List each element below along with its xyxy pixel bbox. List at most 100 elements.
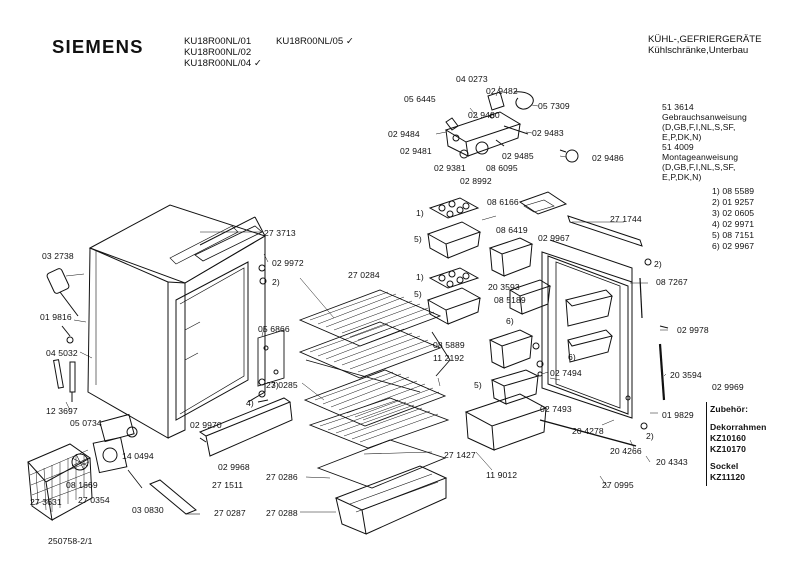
part-label: 20 4278 [572,426,604,436]
door [539,215,669,447]
part-label: 04 5032 [46,348,78,358]
part-label: 03 0830 [132,505,164,515]
part-label: 02 9483 [532,128,564,138]
model-5: KU18R00NL/05 ✓ [276,36,354,47]
part-label: 02 9968 [218,462,250,472]
part-label: 27 0284 [348,270,380,280]
part-label: 08 6419 [496,225,528,235]
part-label: 27 1511 [212,480,244,490]
part-label: 03 2738 [42,251,74,261]
part-label: 27 0286 [266,472,298,482]
part-label: 20 4343 [656,457,688,467]
part-label: 27 3713 [264,228,296,238]
crisper-drawer [334,465,448,535]
part-label: 01 9829 [662,410,694,420]
part-label: 12 3697 [46,406,78,416]
variant-callout: 2) [646,431,654,441]
part-label: 14 0494 [122,451,154,461]
model-4: KU18R00NL/04 ✓ [184,58,262,69]
part-label: 02 9482 [486,86,518,96]
part-label: 11 9012 [486,470,518,480]
doc-line: E,P,DK,N) [662,172,702,182]
accessory-group: Dekorrahmen [710,422,767,432]
part-label: 27 1744 [610,214,642,224]
variant-legend-item: 6) 02 9967 [712,241,755,251]
category-subtitle: Kühlschränke,Unterbau [648,45,749,56]
shelves [298,289,451,489]
part-label: 08 6166 [487,197,519,207]
part-label: 27 3631 [30,497,62,507]
part-label: 02 7494 [550,368,582,378]
part-label: 02 9972 [272,258,304,268]
part-label: 08 5889 [433,340,465,350]
variant-legend-item: 5) 08 7151 [712,230,755,240]
variant-callout: 6) [568,352,576,362]
part-label: 08 7267 [656,277,688,287]
part-label: 11 2192 [433,353,465,363]
variant-callout: 1) [416,272,424,282]
category-title: KÜHL-,GEFRIERGERÄTE [648,34,762,45]
part-label: 27 0285 [266,380,298,390]
doc-line: (D,GB,F,I,NL,S,SF, [662,122,736,132]
part-label: 20 3593 [488,282,520,292]
left-small-parts [27,264,293,522]
part-label: 05 7309 [538,101,570,111]
model-2: KU18R00NL/02 [184,47,252,58]
part-label: 04 0273 [456,74,488,84]
variant-legend-item: 3) 02 0605 [712,208,755,218]
part-label: 02 7493 [540,404,572,414]
drawing-number: 250758-2/1 [48,536,93,546]
part-label: 01 9816 [40,312,72,322]
variant-legend-item: 1) 08 5589 [712,186,755,196]
part-label: 02 9978 [677,325,709,335]
accessory-item: KZ10170 [710,444,747,454]
part-label: 20 4266 [610,446,642,456]
siemens-logo: SIEMENS [52,36,144,57]
accessory-item: KZ10160 [710,433,747,443]
accessory-item: KZ11120 [710,472,746,482]
variant-callout: 4) [246,398,254,408]
part-label: 05 6445 [404,94,436,104]
part-label: 27 0354 [78,495,110,505]
thermostat-assembly [444,91,579,163]
part-label: 08 1669 [66,480,98,490]
part-label: 02 9485 [502,151,534,161]
accessories-heading: Zubehör: [710,404,749,414]
part-label: 27 0287 [214,508,246,518]
variant-legend-item: 4) 02 9971 [712,219,755,229]
doc-line: E,P,DK,N) [662,132,702,142]
doc-line: (D,GB,F,I,NL,S,SF, [662,162,736,172]
part-label: 02 9969 [712,382,744,392]
doc-line: 51 3614 [662,102,694,112]
part-label: 02 9970 [190,420,222,430]
part-label: 02 9967 [538,233,570,243]
variant-callout: 1) [416,208,424,218]
variant-callout: 2) [654,259,662,269]
variant-callout: 5) [474,380,482,390]
part-label: 02 9480 [468,110,500,120]
variant-callout: 6) [506,316,514,326]
part-label: 27 0995 [602,480,634,490]
variant-callout: 5) [414,289,422,299]
part-label: 05 0734 [70,418,102,428]
variant-callout: 2) [272,277,280,287]
part-label: 08 5189 [494,295,526,305]
part-label: 02 9481 [400,146,432,156]
doc-line: 51 4009 [662,142,694,152]
part-label: 08 6095 [486,163,518,173]
doc-line: Gebrauchsanweisung [662,112,747,122]
part-label: 02 9381 [434,163,466,173]
accessory-group: Sockel [710,461,739,471]
cabinet-body [87,204,267,439]
part-label: 27 1427 [444,450,476,460]
accessories-divider [706,402,707,486]
variant-legend-item: 2) 01 9257 [712,197,755,207]
part-label: 02 9484 [388,129,420,139]
model-1: KU18R00NL/01 [184,36,252,47]
part-label: 20 3594 [670,370,702,380]
variant-callout: 3) [271,380,279,390]
doc-line: Montageanweisung [662,152,739,162]
part-label: 02 9486 [592,153,624,163]
